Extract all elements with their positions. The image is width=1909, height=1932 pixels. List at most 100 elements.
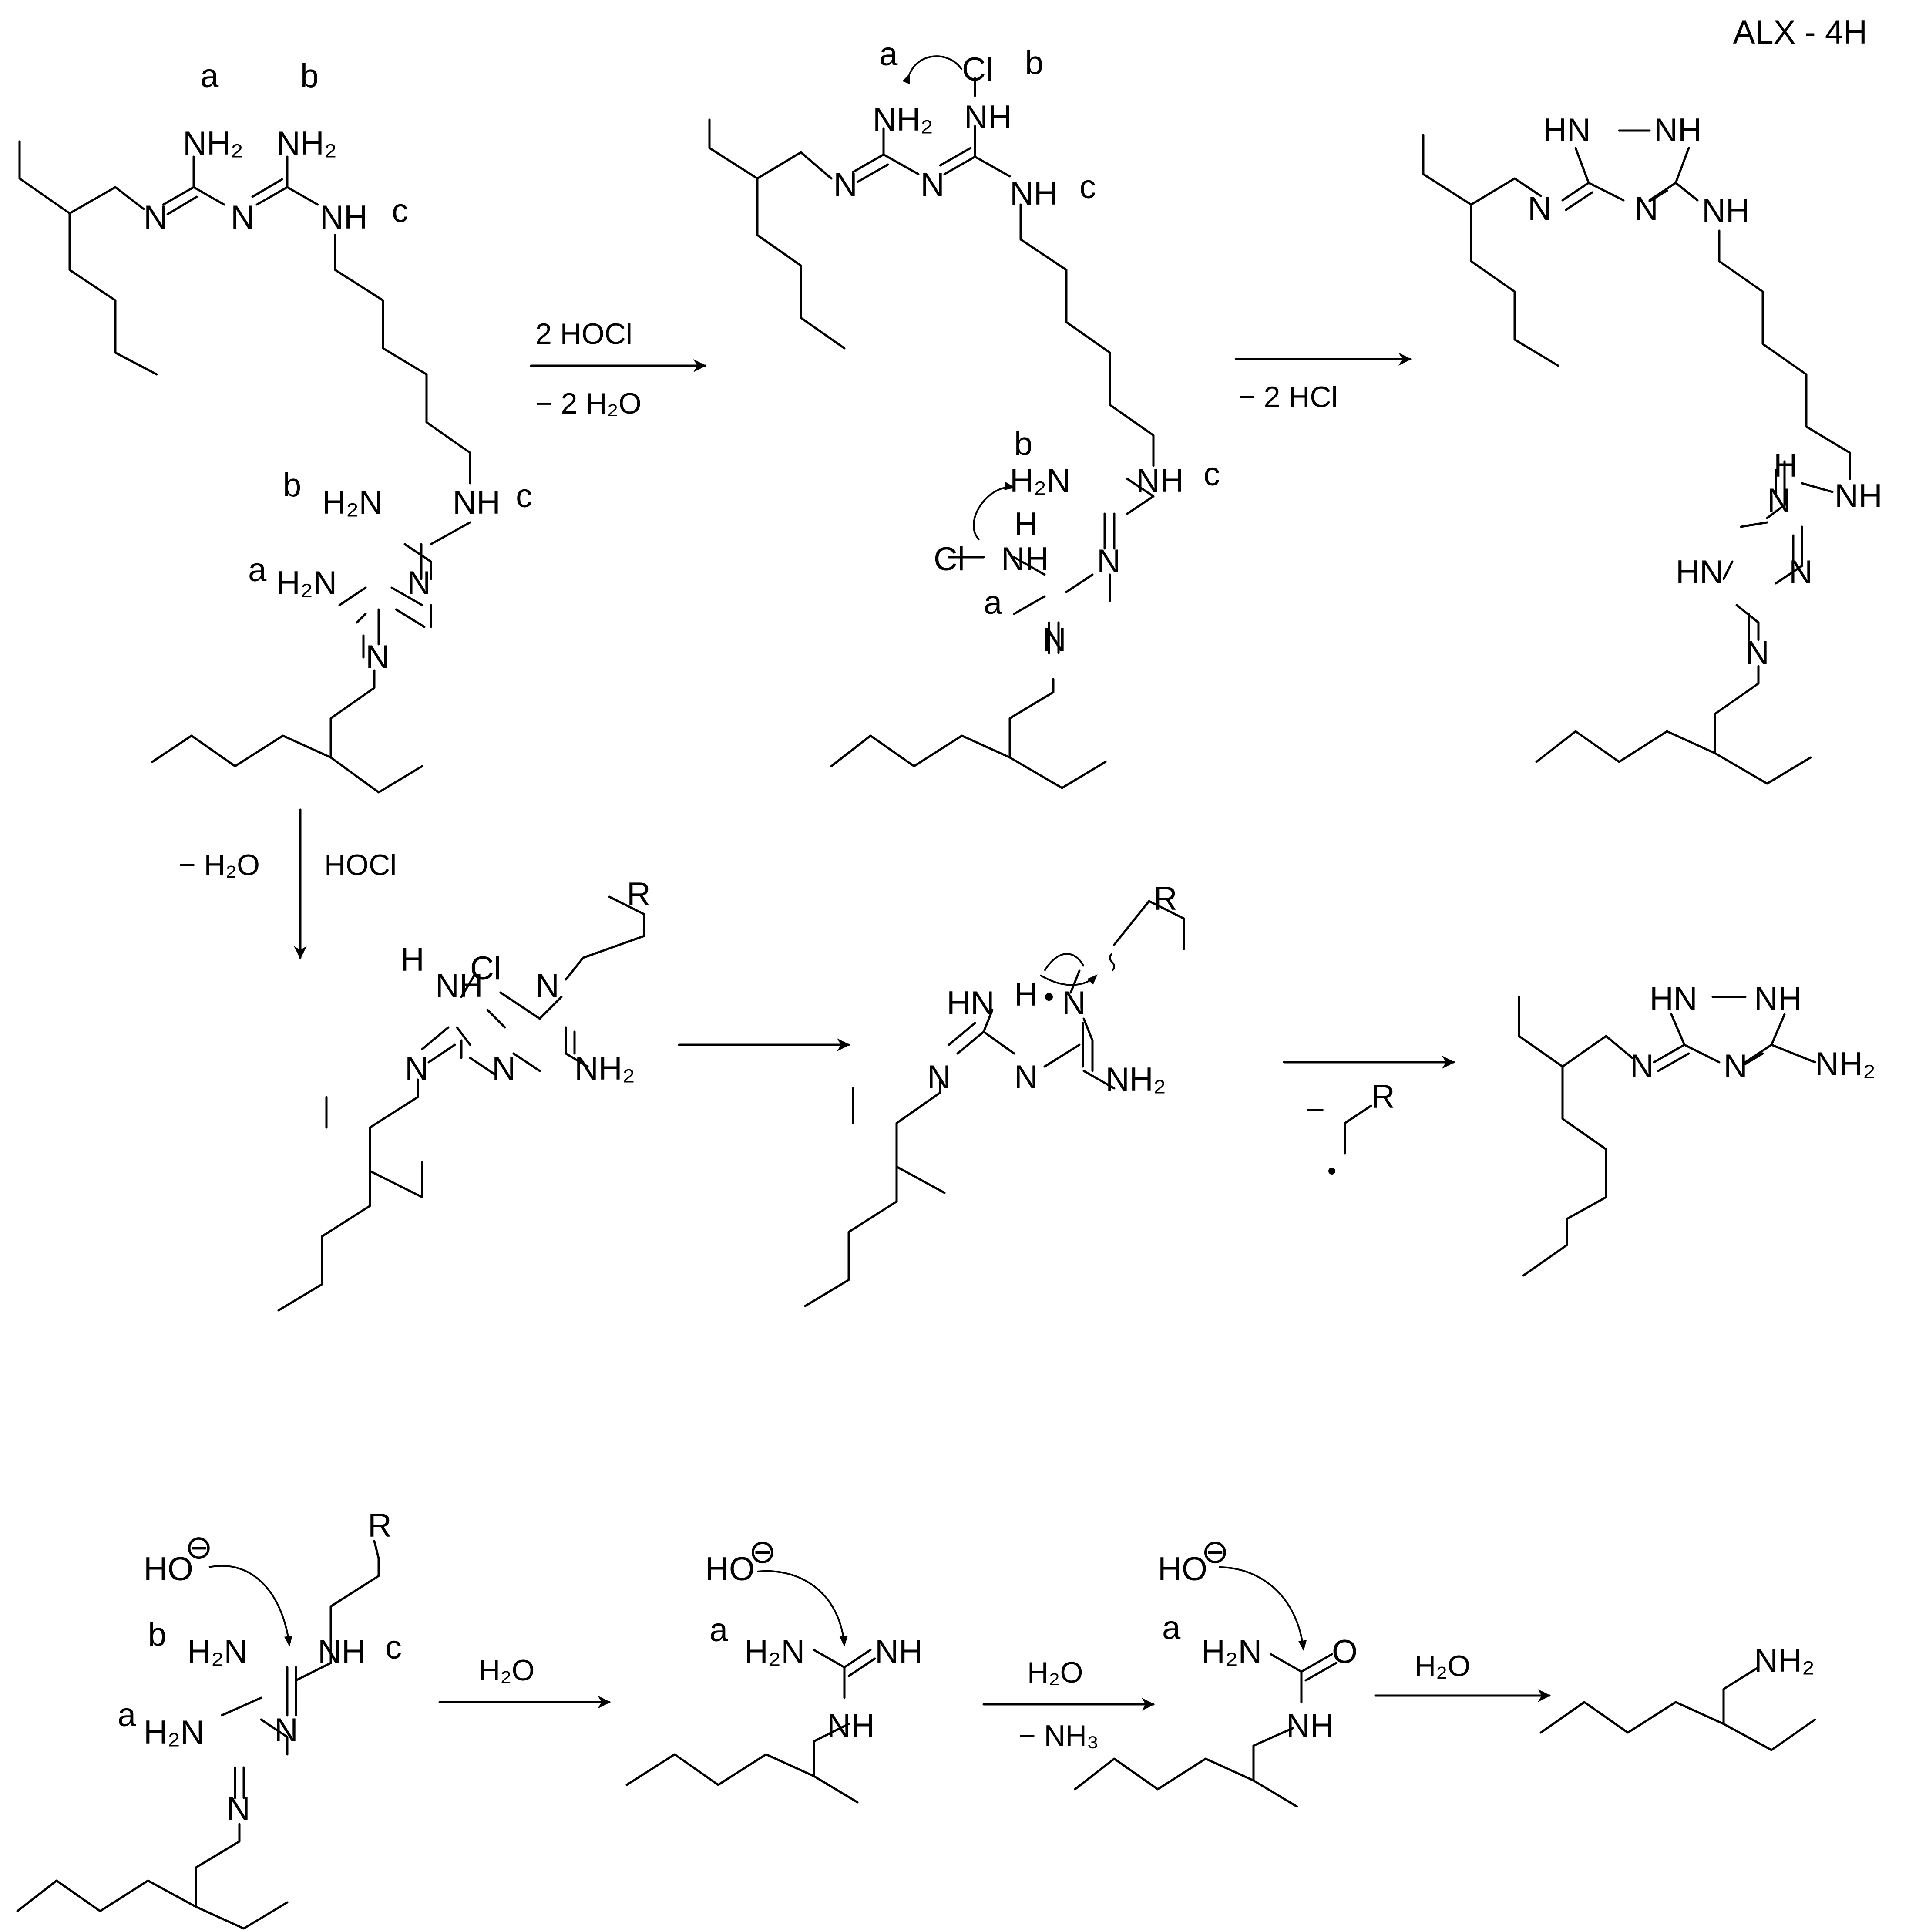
atom-label: H₂N: [322, 484, 383, 521]
atom-label: NH₂: [276, 125, 337, 162]
structure-row2-radical: [804, 900, 1185, 1307]
atom-label: N: [231, 199, 255, 236]
step2-byproduct: − 2 HCl: [1238, 380, 1338, 414]
site-label-a: a: [1162, 1609, 1181, 1646]
site-label-b: b: [148, 1616, 166, 1653]
structure-row3-guanidine-labels: HO ⊖ a H₂N NH NH: [705, 1533, 923, 1744]
atom-label: NH₂: [1754, 1642, 1815, 1679]
atom-label: R: [368, 1507, 392, 1544]
structure-bis-triazole: [1422, 129, 1851, 785]
atom-label: R: [1371, 1078, 1395, 1115]
atom-label: N: [1528, 190, 1552, 227]
atom-label: HN: [1650, 980, 1697, 1017]
atom-label: HO: [705, 1551, 755, 1588]
step1-reagent: 2 HOCl: [535, 317, 632, 350]
atom-label: R: [627, 876, 651, 913]
atom-label: N: [834, 166, 857, 203]
atom-label: Cl: [962, 51, 993, 88]
atom-label: NH₂: [1815, 1046, 1875, 1083]
atom-label: NH: [1286, 1707, 1334, 1744]
atom-label: NH: [875, 1633, 923, 1670]
atom-label: N: [535, 967, 559, 1004]
structure-row3-amine-labels: NH₂: [1754, 1642, 1815, 1679]
site-label-c: c: [385, 1629, 402, 1666]
atom-label: NH: [320, 199, 368, 236]
site-label-b: b: [1014, 425, 1032, 462]
step3-reagent: HOCl: [324, 848, 397, 882]
atom-label: N: [1789, 554, 1813, 591]
atom-label: N: [1634, 190, 1658, 227]
atom-label: N: [144, 199, 168, 236]
atom-label: N: [1630, 1048, 1654, 1085]
atom-label: O: [1332, 1633, 1358, 1670]
structure-row2-chloro-labels: R H NH Cl N N N NH₂: [400, 876, 651, 1087]
atom-label: NH: [827, 1707, 875, 1744]
reaction-arrow-step1: 2 HOCl − 2 H₂O: [530, 317, 706, 420]
step7-byproduct: − NH₃: [1018, 1719, 1099, 1752]
atom-label: H₂N: [276, 565, 337, 602]
radical-dot: [1045, 993, 1053, 1001]
atom-label: N: [1062, 985, 1086, 1022]
atom-label: H: [400, 941, 424, 978]
structure-row3-urea-labels: HO ⊖ a H₂N O NH: [1158, 1533, 1358, 1744]
atom-label: NH: [453, 484, 501, 521]
corner-label: ALX - 4H: [1733, 14, 1867, 51]
reaction-arrow-step7: H₂O − NH₃: [982, 1656, 1155, 1752]
atom-label: NH: [1010, 175, 1058, 212]
site-label-a: a: [248, 552, 267, 589]
atom-label: N: [1767, 482, 1791, 519]
atom-label: N: [1745, 634, 1769, 671]
structure-row3-urea: [1074, 1566, 1338, 1808]
atom-label: H₂N: [1201, 1633, 1262, 1670]
structure-chloro-intermediate: [708, 55, 1155, 789]
atom-label: HO: [144, 1551, 193, 1588]
site-label-a: a: [118, 1696, 136, 1733]
atom-label: N: [492, 1050, 516, 1087]
step7-reagent: H₂O: [1027, 1656, 1083, 1689]
atom-label: H: [1014, 506, 1038, 543]
structure-row3-start: [16, 1540, 380, 1930]
step3-byproduct: − H₂O: [178, 848, 260, 882]
site-label-b: b: [1025, 44, 1043, 81]
atom-label: N: [407, 565, 431, 602]
step6-reagent: H₂O: [479, 1654, 534, 1687]
site-label-c: c: [1079, 168, 1096, 205]
charge-label: ⊖: [1201, 1533, 1229, 1570]
structure-row3-amine: [1539, 1666, 1816, 1751]
site-label-b: b: [283, 467, 301, 504]
atom-label: NH: [1001, 541, 1049, 578]
structure-row2-triazole: [1518, 996, 1816, 1277]
atom-label: NH: [435, 967, 483, 1004]
atom-label: N: [1724, 1048, 1748, 1085]
atom-label: NH₂: [575, 1050, 635, 1087]
charge-label: ⊖: [185, 1529, 213, 1566]
atom-label: NH₂: [1106, 1061, 1166, 1098]
atom-label: HO: [1158, 1551, 1207, 1588]
structure-chloro-labels: a Cl b NH₂ NH N N NH c b H₂N NH c N H NH…: [834, 36, 1220, 658]
atom-label: N: [226, 1790, 250, 1827]
atom-label: Cl: [934, 541, 965, 578]
site-label-a: a: [879, 36, 898, 73]
step8-reagent: H₂O: [1415, 1649, 1470, 1683]
atom-label: R: [1153, 880, 1177, 917]
atom-label: NH₂: [873, 101, 933, 138]
atom-label: N: [1097, 543, 1121, 580]
structure-row3-guanidine: [625, 1570, 876, 1804]
atom-label: N: [1042, 621, 1066, 658]
atom-label: Cl: [470, 950, 501, 987]
atom-label: NH: [1754, 980, 1802, 1017]
atom-label: HN: [947, 985, 995, 1022]
structure-row2-chloro-ring: [277, 895, 645, 1312]
radical-dot: [1328, 1168, 1335, 1175]
reaction-arrow-step8: H₂O: [1374, 1649, 1551, 1702]
reaction-arrow-step6: H₂O: [438, 1654, 611, 1709]
atom-label: NH: [1654, 112, 1702, 149]
atom-label: N: [1014, 1059, 1038, 1096]
site-label-c: c: [516, 478, 532, 515]
radical-loss-sign: −: [1306, 1091, 1325, 1128]
structure-row3-start-labels: R HO ⊖ b H₂N NH c N a H₂N N: [118, 1507, 402, 1827]
atom-label: H₂N: [187, 1633, 248, 1670]
structure-row2-radical-labels: R HN H N N N NH₂: [927, 880, 1177, 1098]
structure-start-biguanide: [18, 140, 471, 794]
